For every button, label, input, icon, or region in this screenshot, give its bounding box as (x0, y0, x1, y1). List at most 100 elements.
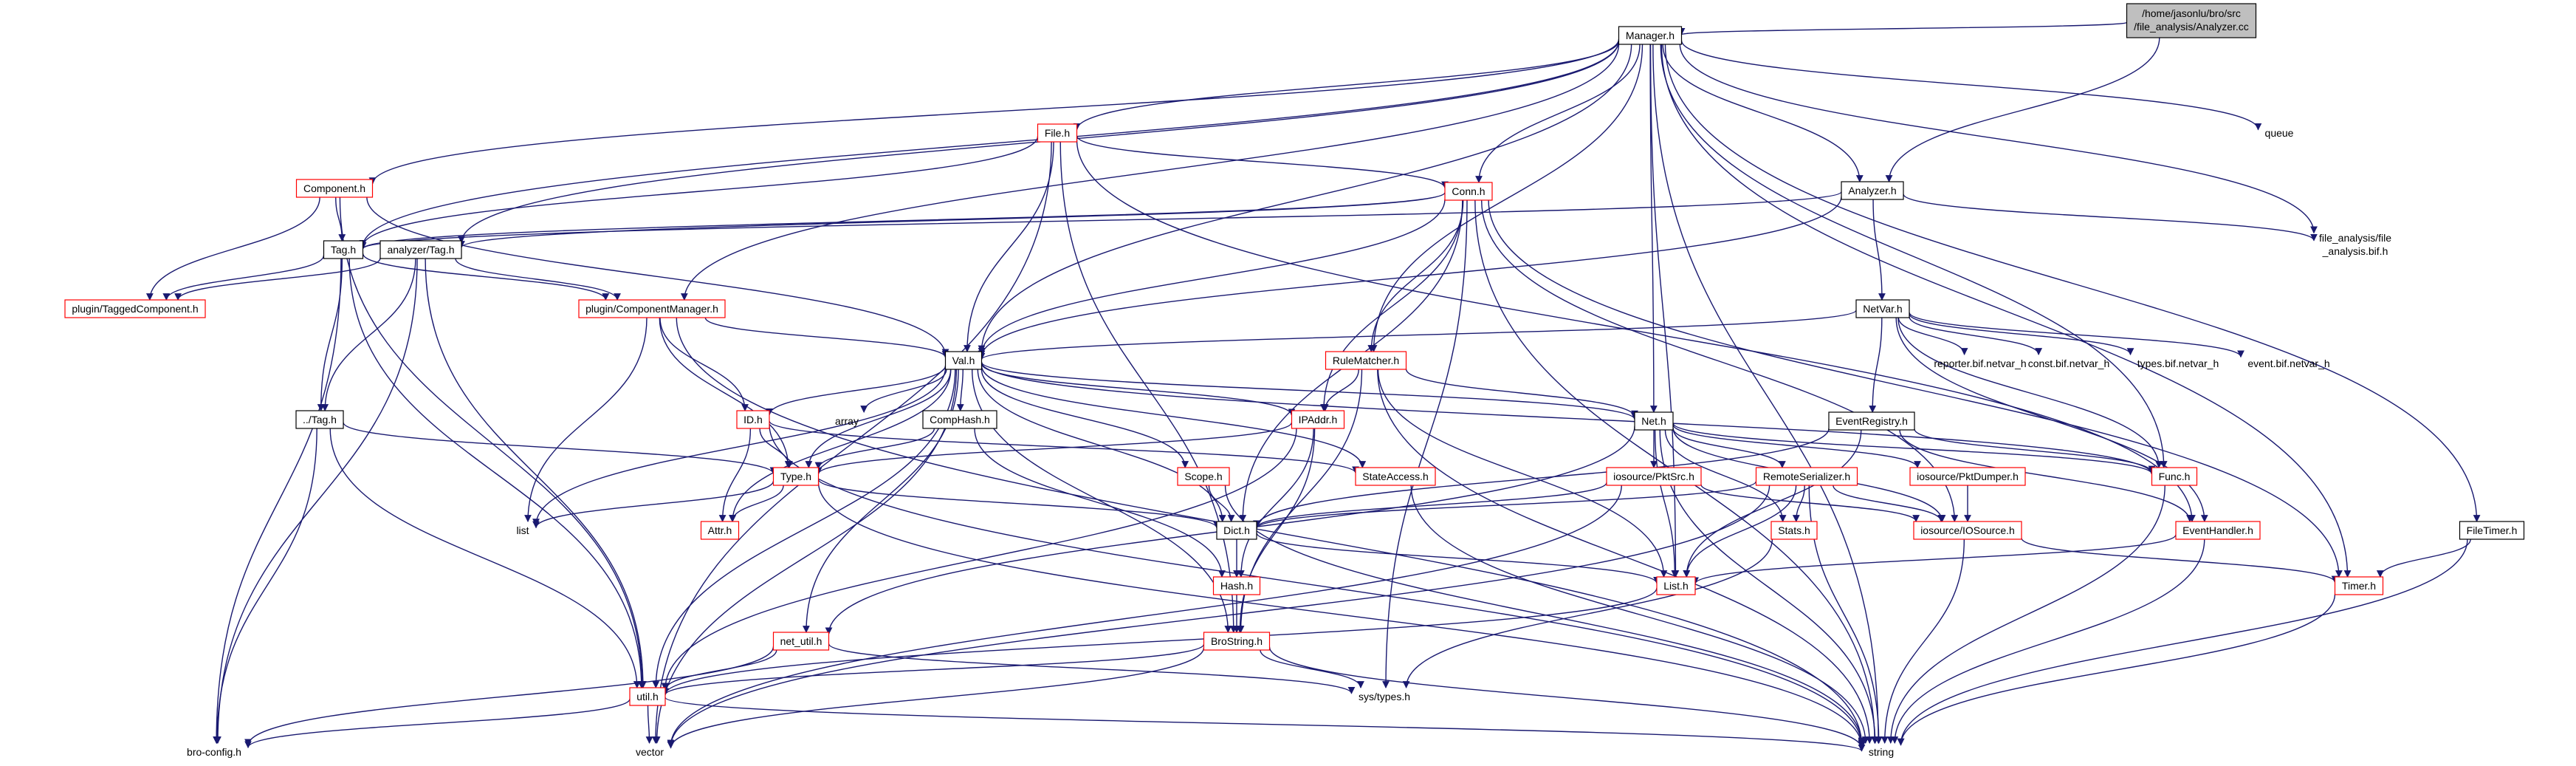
edge-listh-to-utilh (662, 587, 1658, 696)
edge-tagh-to-compmgr (362, 253, 610, 301)
node-bifh[interactable]: file_analysis/file_analysis.bif.h (2319, 232, 2391, 257)
node-dicth[interactable]: Dict.h (1216, 521, 1257, 540)
node-label: BroString.h (1211, 635, 1263, 647)
edge-conn-to-timerh (1488, 199, 2343, 578)
node-pktdumper[interactable]: iosource/PktDumper.h (1909, 467, 2026, 486)
node-rulematcher[interactable]: RuleMatcher.h (1325, 351, 1407, 370)
edge-filetimer-to-timerh (2376, 538, 2471, 578)
edge-utilh-to-vector (645, 705, 653, 744)
node-const[interactable]: const.bif.netvar_h (2028, 358, 2110, 369)
edge-netvar-to-funch (1897, 317, 2163, 468)
node-conn[interactable]: Conn.h (1444, 182, 1493, 201)
node-iosource[interactable]: iosource/IOSource.h (1913, 521, 2022, 540)
node-neth[interactable]: Net.h (1634, 411, 1674, 431)
node-box (1212, 576, 1261, 595)
node-netvar[interactable]: NetVar.h (1855, 299, 1910, 318)
edge-manager-to-string (1652, 44, 1883, 744)
node-stateaccess[interactable]: StateAccess.h (1355, 467, 1436, 486)
edge-eventreg-to-dicth (1253, 428, 1830, 528)
edge-rulematcher-to-string (1377, 369, 1874, 744)
node-label: plugin/TaggedComponent.h (72, 303, 198, 315)
node-box (1606, 467, 1702, 486)
node-list[interactable]: list (516, 524, 529, 536)
edge-funch-to-string (1886, 485, 2165, 744)
edge-manager-to-analyzerh (1662, 44, 1864, 182)
node-box (1913, 521, 2022, 540)
node-filetimer[interactable]: FileTimer.h (2459, 521, 2525, 540)
edge-remoteser-to-vector (667, 485, 1770, 748)
node-box (295, 410, 344, 429)
node-label: RemoteSerializer.h (1763, 471, 1850, 482)
node-eventhandler[interactable]: EventHandler.h (2175, 521, 2261, 540)
node-compmgr[interactable]: plugin/ComponentManager.h (578, 299, 726, 318)
node-label: Type.h (780, 471, 811, 482)
edge-component-to-valh (366, 196, 949, 357)
node-dottag[interactable]: ../Tag.h (295, 410, 344, 429)
node-box (922, 410, 997, 429)
node-valh[interactable]: Val.h (944, 351, 983, 370)
node-event[interactable]: event.bif.netvar_h (2247, 358, 2329, 369)
node-funch[interactable]: Func.h (2151, 467, 2198, 486)
node-box (1909, 467, 2026, 486)
edge-remoteser-to-iosource (1833, 485, 1945, 522)
node-types[interactable]: types.bif.netvar_h (2137, 358, 2219, 369)
node-typeh[interactable]: Type.h (772, 467, 820, 486)
node-box (772, 467, 820, 486)
node-layer: /home/jasonlu/bro/src/file_analysis/Anal… (64, 3, 2525, 758)
node-reporter[interactable]: reporter.bif.netvar_h (1934, 358, 2026, 369)
node-label: util.h (636, 691, 659, 702)
edge-stats-to-systypes (1402, 538, 1773, 688)
node-label: net_util.h (780, 635, 822, 647)
node-vector[interactable]: vector (636, 746, 664, 758)
node-label: NetVar.h (1863, 303, 1902, 315)
node-box (1325, 351, 1407, 370)
node-attrh[interactable]: Attr.h (700, 521, 740, 540)
node-taggedcomp[interactable]: plugin/TaggedComponent.h (64, 299, 206, 318)
edge-neth-to-funch (1672, 423, 2156, 475)
edge-ipaddr-to-brostring (1236, 428, 1316, 633)
node-label: types.bif.netvar_h (2137, 358, 2219, 369)
node-pktsrc[interactable]: iosource/PktSrc.h (1606, 467, 1702, 486)
node-netutil[interactable]: net_util.h (772, 632, 830, 651)
node-string[interactable]: string (1869, 746, 1894, 758)
node-root[interactable]: /home/jasonlu/bro/src/file_analysis/Anal… (2126, 3, 2257, 38)
node-box (1203, 632, 1271, 651)
node-listh[interactable]: List.h (1656, 576, 1696, 595)
edge-tagh-to-broconfig (213, 258, 342, 744)
node-brostring[interactable]: BroString.h (1203, 632, 1271, 651)
node-scope[interactable]: Scope.h (1177, 467, 1230, 486)
edge-netvar-to-const (1909, 316, 2042, 355)
edge-rulematcher-to-listh (1377, 369, 1668, 578)
edge-iosource-to-string (1881, 538, 1965, 744)
node-tagh[interactable]: Tag.h (323, 240, 364, 259)
node-analyzerh[interactable]: Analyzer.h (1841, 181, 1904, 200)
node-component[interactable]: Component.h (295, 179, 374, 198)
node-systypes[interactable]: sys/types.h (1359, 691, 1410, 702)
node-timerh[interactable]: Timer.h (2334, 576, 2384, 595)
node-comphash[interactable]: CompHash.h (922, 410, 997, 429)
node-ipaddr[interactable]: IPAddr.h (1291, 410, 1345, 429)
node-remoteser[interactable]: RemoteSerializer.h (1755, 467, 1858, 486)
node-fileh[interactable]: File.h (1037, 123, 1078, 143)
edge-analyzerh-to-bifh (1903, 194, 2318, 242)
node-box (1656, 576, 1696, 595)
node-broconfig[interactable]: bro-config.h (187, 746, 241, 758)
node-stats[interactable]: Stats.h (1770, 521, 1818, 540)
node-label: File.h (1045, 127, 1070, 139)
node-eventreg[interactable]: EventRegistry.h (1828, 411, 1915, 431)
node-hashh[interactable]: Hash.h (1212, 576, 1261, 595)
node-box (1444, 182, 1493, 201)
edge-brostring-to-vector (667, 647, 1205, 749)
edge-manager-to-neth (1649, 44, 1658, 413)
node-queue[interactable]: queue (2265, 127, 2294, 139)
node-analyzertag[interactable]: analyzer/Tag.h (379, 240, 462, 259)
node-manager[interactable]: Manager.h (1618, 26, 1683, 45)
node-box (944, 351, 983, 370)
node-idh[interactable]: ID.h (736, 410, 770, 429)
edge-netvar-to-reporter (1897, 317, 1968, 355)
edge-conn-to-systypes (1382, 199, 1468, 688)
edge-eventreg-to-eventhandler (1899, 429, 2194, 522)
node-utilh[interactable]: util.h (629, 687, 666, 706)
node-array[interactable]: array (835, 415, 859, 427)
edge-eventhandler-to-string (1891, 538, 2205, 744)
